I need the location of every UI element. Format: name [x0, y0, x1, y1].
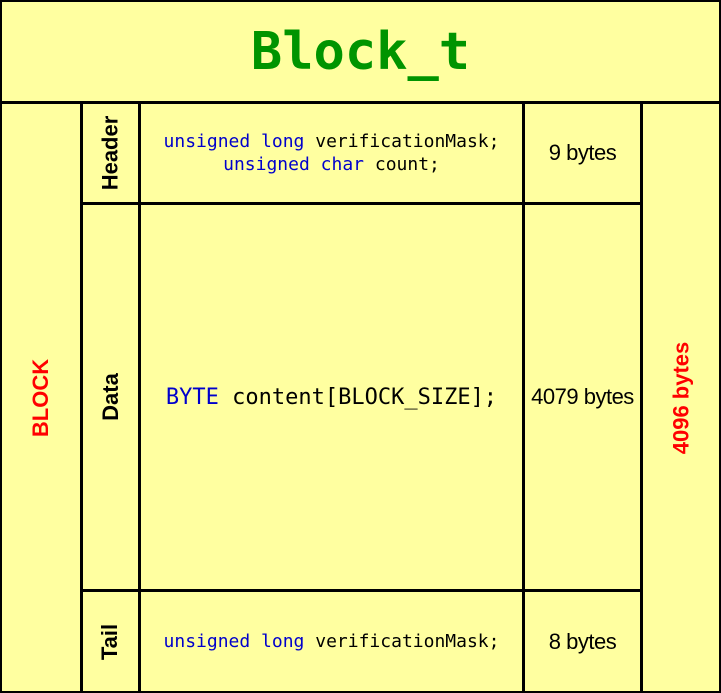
data-code-line-1: BYTE content[BLOCK_SIZE];: [166, 386, 497, 409]
data-line-1-type: BYTE: [165, 384, 219, 410]
header-line-2-type: unsigned char: [223, 154, 365, 175]
tail-code: unsigned long verificationMask;: [141, 592, 522, 691]
block-label: BLOCK: [2, 104, 80, 691]
total-size-label: 4096 bytes: [643, 104, 719, 691]
tail-line-1-name: verificationMask;: [304, 631, 500, 652]
section-column-divider: [138, 101, 141, 693]
header-size: 9 bytes: [548, 140, 617, 165]
tail-size: 8 bytes: [548, 628, 617, 654]
title-divider: [0, 101, 721, 104]
header-line-1-type: unsigned long: [163, 131, 305, 152]
diagram-title: Block_t: [250, 22, 471, 82]
data-code: BYTE content[BLOCK_SIZE];: [141, 205, 522, 589]
code-column-divider: [522, 101, 525, 693]
data-label: Data: [83, 205, 138, 589]
data-line-1-name: content[BLOCK_SIZE];: [218, 384, 498, 410]
total-size-text: 4096 bytes: [668, 341, 693, 454]
block-column-divider: [80, 101, 83, 693]
tail-label: Tail: [83, 592, 138, 691]
header-line-1-name: verificationMask;: [304, 131, 500, 152]
header-line-2-name: count;: [364, 154, 440, 175]
header-code-line-1: unsigned long verificationMask;: [164, 130, 500, 153]
header-code: unsigned long verificationMask; unsigned…: [141, 104, 522, 202]
header-label-text: Header: [97, 115, 123, 191]
header-divider: [81, 202, 642, 205]
data-label-text: Data: [97, 373, 123, 421]
header-code-line-2: unsigned char count;: [223, 153, 440, 176]
tail-divider: [81, 589, 642, 592]
header-label: Header: [83, 104, 138, 202]
size-column-divider: [640, 101, 643, 693]
block-label-text: BLOCK: [28, 358, 53, 437]
data-size: 4079 bytes: [531, 384, 634, 409]
tail-line-1-type: unsigned long: [163, 631, 305, 652]
tail-label-text: Tail: [97, 623, 123, 660]
tail-code-line-1: unsigned long verificationMask;: [164, 630, 500, 653]
